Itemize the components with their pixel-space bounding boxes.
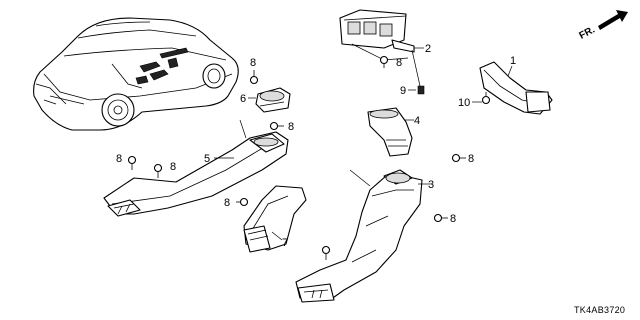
part-6-duct-adapter: 6 (240, 87, 291, 113)
callout-9: 9 (400, 85, 406, 97)
clip-9 (417, 85, 425, 95)
vehicle-illustration (33, 17, 239, 131)
screw-8-near-part-3-bottom (321, 245, 331, 260)
direction-label: FR. (578, 24, 598, 41)
screw-8-near-part-4: 8 (451, 153, 474, 165)
callout-8-part-7: 8 (224, 197, 230, 209)
part-7-duct: 7 (243, 185, 307, 253)
part-2-vent-assembly: 2 8 9 (339, 9, 431, 97)
callout-8-part-6: 8 (250, 57, 256, 69)
screw-8-near-part-7: 8 (224, 197, 249, 209)
screw-10 (481, 92, 491, 105)
diagram-code: TK4AB3720 (574, 305, 625, 315)
callout-1: 1 (510, 55, 516, 67)
callout-4: 4 (414, 115, 420, 127)
front-direction-indicator: FR. (578, 10, 628, 42)
callout-10: 10 (458, 97, 470, 109)
callout-8-part-2: 8 (396, 57, 402, 69)
part-4-duct: 4 (367, 107, 420, 157)
part-3-duct: 3 (295, 169, 434, 303)
screw-8-mid-part-5: 8 (153, 161, 176, 178)
callout-8-part-5-mid: 8 (170, 161, 176, 173)
screw-8-top-part-5: 8 (269, 121, 294, 133)
callout-7: 7 (282, 237, 288, 249)
part-1-duct: 1 10 (458, 55, 553, 115)
callout-8-part-5-top: 8 (288, 121, 294, 133)
part-5-floor-duct: 5 (103, 119, 289, 217)
screw-8-under-part-2 (379, 55, 389, 68)
front-arrow-icon (598, 10, 628, 30)
callout-6: 6 (240, 93, 246, 105)
screw-8-left-part-5: 8 (116, 153, 137, 170)
screw-8-near-part-3-right: 8 (433, 213, 456, 225)
callout-3: 3 (428, 179, 434, 191)
callout-8-part-4: 8 (468, 153, 474, 165)
callout-2: 2 (425, 43, 431, 55)
callout-5: 5 (204, 153, 210, 165)
screw-8-near-part-6: 8 (249, 57, 259, 85)
callout-8-part-3-right: 8 (450, 213, 456, 225)
callout-8-part-5-left: 8 (116, 153, 122, 165)
